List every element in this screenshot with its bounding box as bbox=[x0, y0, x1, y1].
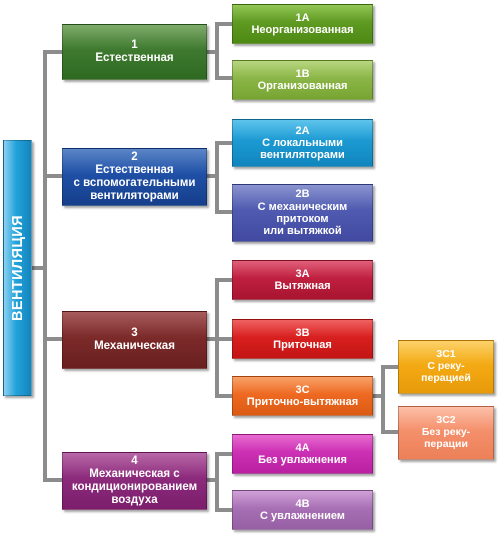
node-code: 2А bbox=[295, 124, 310, 137]
node-label-line: С локальными bbox=[262, 136, 343, 149]
node-label-line: Естественная bbox=[95, 52, 174, 64]
node-code: 4В bbox=[295, 497, 310, 510]
node-code: 3А bbox=[295, 267, 310, 280]
node-code: 1 bbox=[131, 39, 138, 52]
node-code: 3С bbox=[295, 383, 310, 396]
node-code: 4А bbox=[295, 441, 310, 454]
node-label-line: перации bbox=[424, 437, 468, 450]
node-code: 3 bbox=[131, 327, 138, 340]
node-label-line: вентиляторами bbox=[260, 149, 345, 162]
node-code: 2В bbox=[295, 188, 310, 201]
node-label-line: Приточно-вытяжная bbox=[246, 396, 359, 408]
node-label-line: Механическая bbox=[94, 340, 175, 352]
node-code: 3С1 bbox=[436, 348, 456, 361]
node-label-line: С увлажнением bbox=[260, 510, 345, 522]
node-label-line: притоком bbox=[276, 213, 329, 225]
node-label-line: Без реку- bbox=[421, 426, 471, 439]
node-label-line: С механическим bbox=[257, 200, 348, 213]
node-label-line: или вытяжкой bbox=[263, 225, 342, 238]
node-label-line: Вытяжная bbox=[274, 280, 331, 292]
node-label-line: воздуха bbox=[111, 493, 158, 506]
node-label-line: Без увлажнения bbox=[258, 454, 347, 466]
node-label-line: с вспомогательными bbox=[73, 177, 196, 189]
node-label-line: Приточная bbox=[273, 339, 332, 351]
node-label-line: вентиляторами bbox=[90, 189, 179, 202]
node-code: 1А bbox=[295, 11, 310, 24]
node-code: 3В bbox=[295, 326, 310, 339]
node-label-line: Естественная bbox=[95, 164, 174, 177]
node-label-line: перацией bbox=[421, 371, 471, 384]
node-label-line: С реку- bbox=[427, 360, 465, 373]
node-code: 3С2 bbox=[436, 414, 456, 427]
node-label-line: Организованная bbox=[257, 80, 348, 92]
node-code: 2 bbox=[131, 151, 138, 164]
node-code: 4 bbox=[131, 455, 138, 468]
root-label: ВЕНТИЛЯЦИЯ bbox=[9, 215, 26, 321]
node-label-line: Механическая с bbox=[89, 468, 180, 481]
root-ventilation-box: ВЕНТИЛЯЦИЯ bbox=[3, 140, 32, 396]
node-label-line: Неорганизованная bbox=[251, 24, 354, 36]
node-code: 1В bbox=[295, 67, 310, 80]
node-label-line: кондиционированием bbox=[71, 481, 198, 493]
